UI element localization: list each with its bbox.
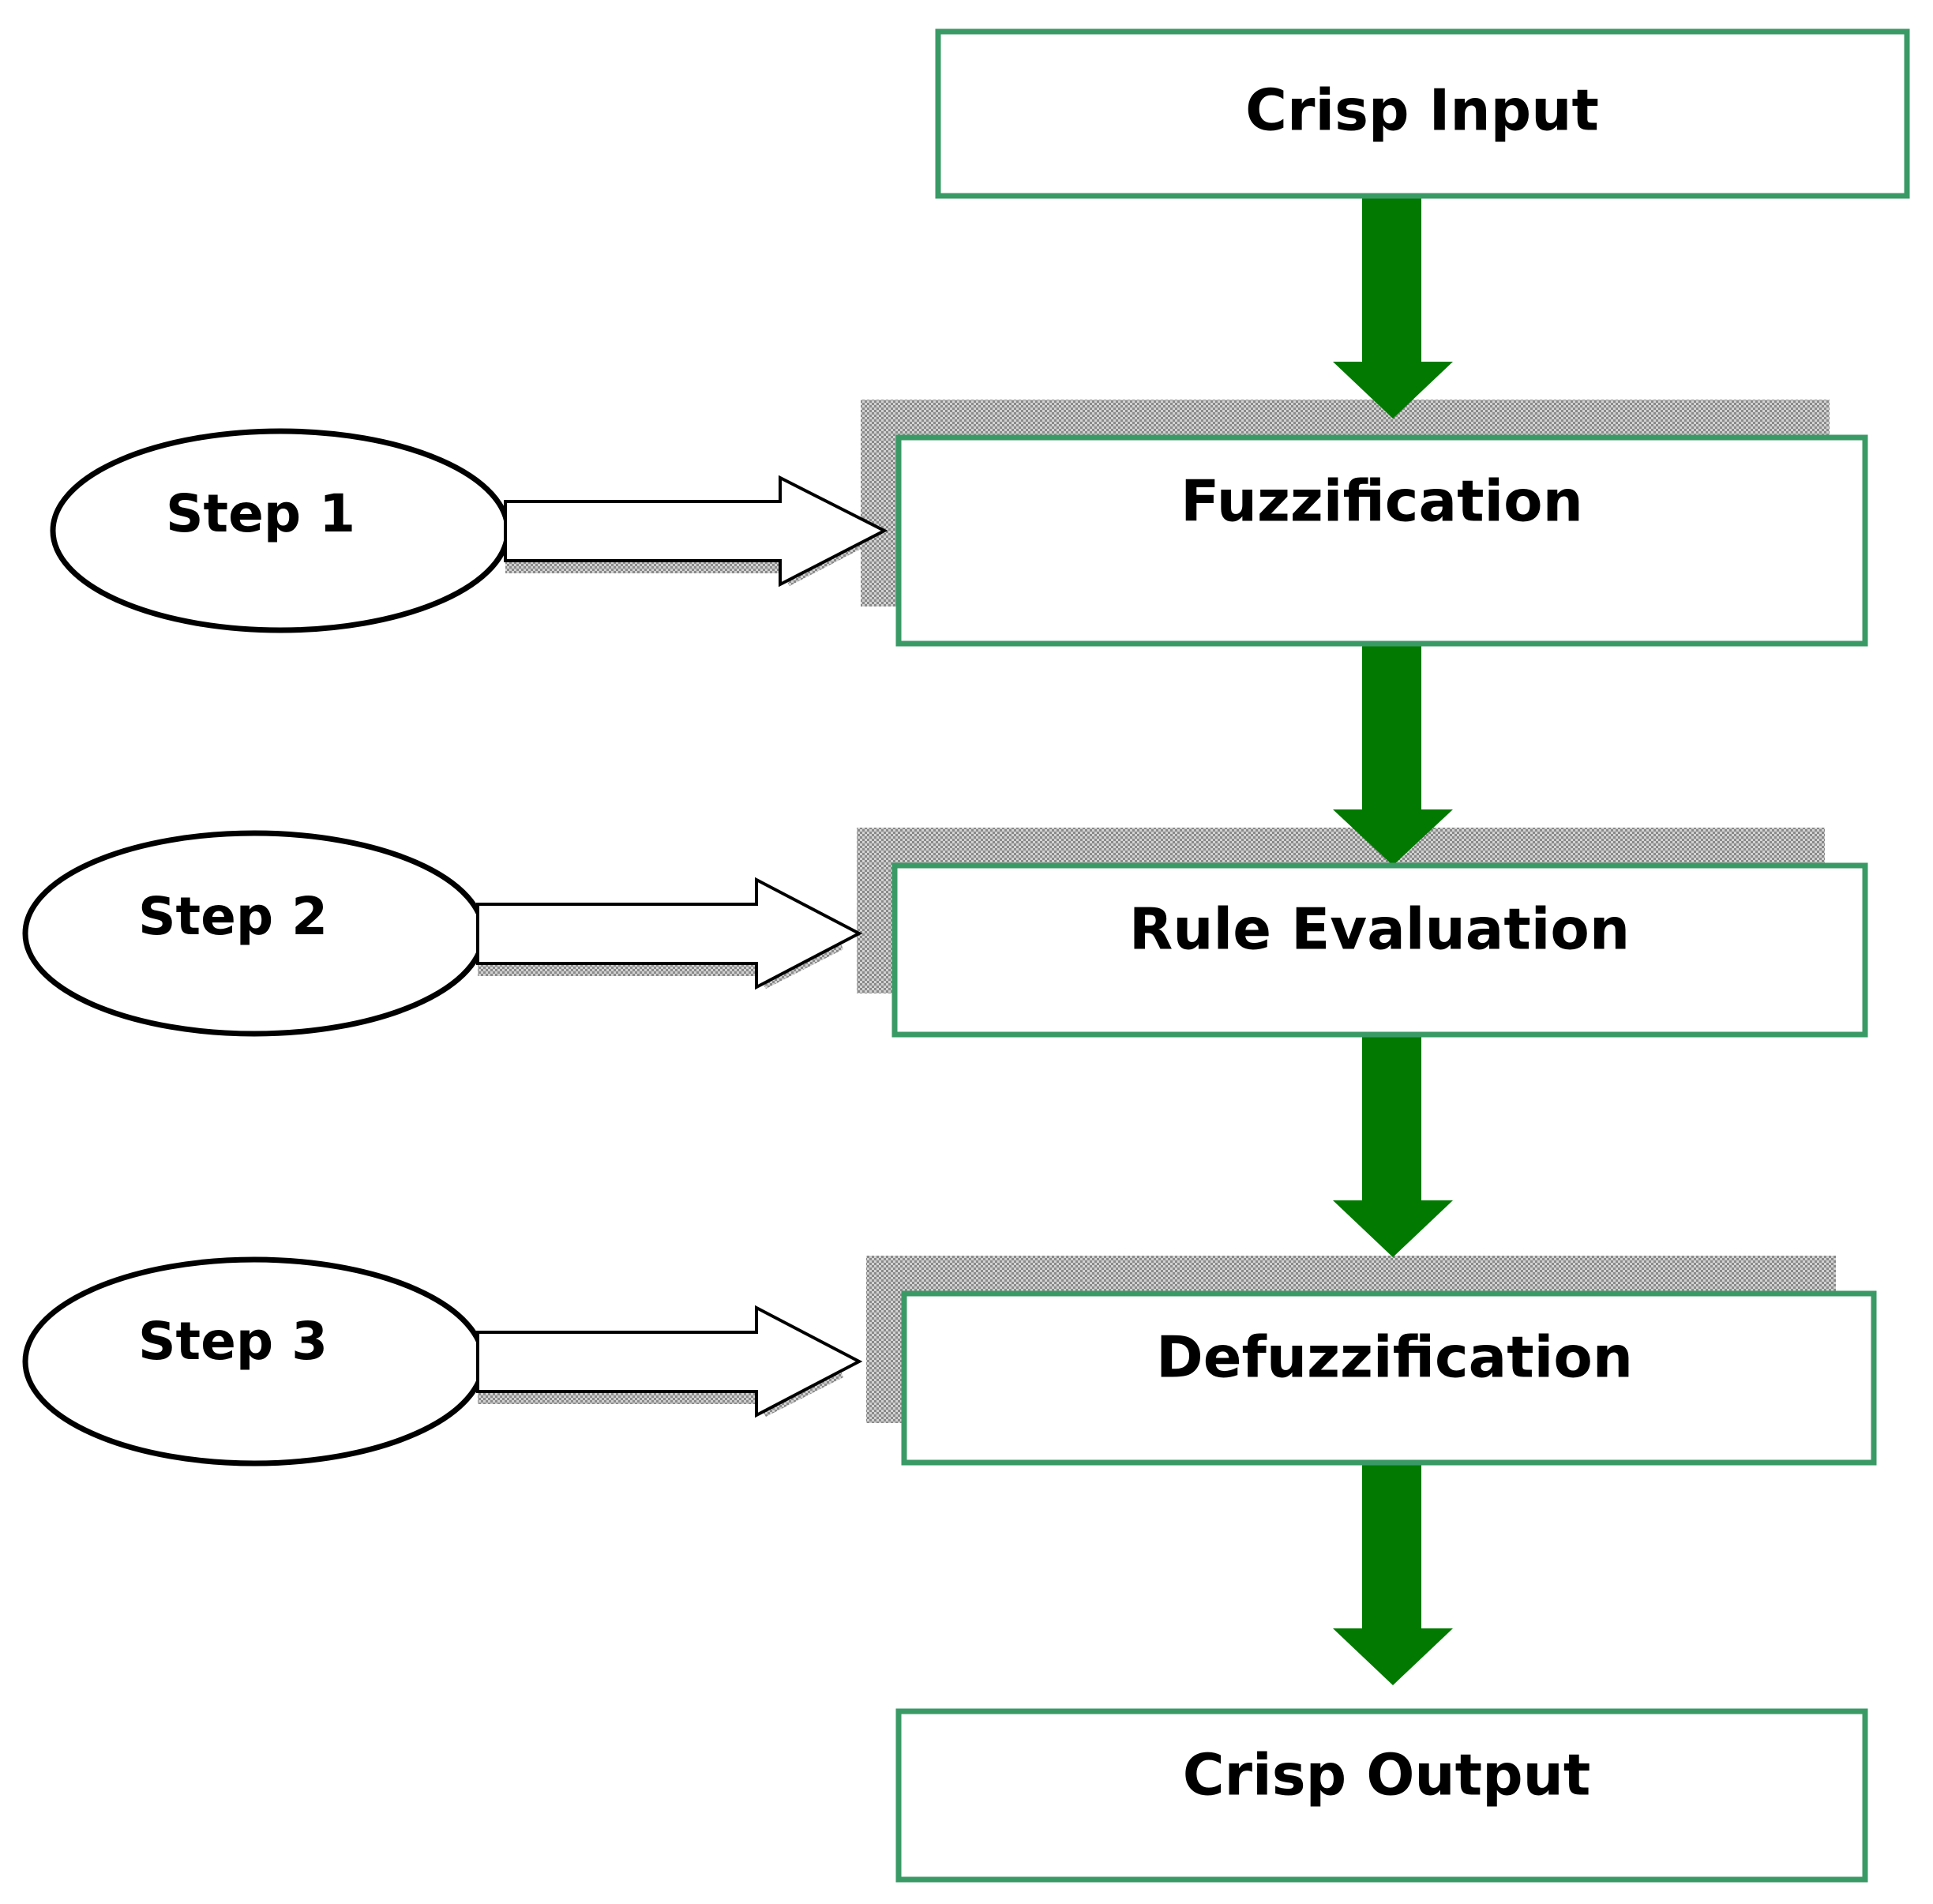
step-3-group: Step 3 <box>22 1256 863 1466</box>
box-shadows <box>857 400 1836 1423</box>
step-2-hollow-arrow-icon <box>476 877 863 990</box>
defuzzification-label: Defuzzification <box>1156 1324 1633 1391</box>
rule-evaluation-shadow-top <box>857 828 1825 866</box>
fuzzification-label: Fuzzification <box>1180 468 1583 535</box>
defuzzification-box <box>901 1290 1877 1466</box>
rule-evaluation-shadow-left <box>857 828 895 993</box>
fuzzification-box <box>895 434 1868 647</box>
flow-arrow-down-icon <box>1333 196 1453 419</box>
flow-arrow-down-icon <box>1333 644 1453 866</box>
flow-arrow-down-icon <box>1333 1463 1453 1685</box>
defuzzification-shadow-top <box>866 1256 1836 1294</box>
rule-evaluation-label: Rule Evaluation <box>1129 896 1630 963</box>
step-3-label: Step 3 <box>138 1311 328 1372</box>
crisp-output-label: Crisp Output <box>1183 1742 1591 1808</box>
rule-evaluation-box <box>891 862 1868 1038</box>
step-1-hollow-arrow-icon <box>504 475 888 588</box>
crisp-output-box <box>895 1708 1868 1883</box>
flow-arrow-down-icon <box>1333 1035 1453 1257</box>
step-2-label: Step 2 <box>138 886 328 947</box>
flow-arrows <box>1333 196 1453 1685</box>
step-1-label: Step 1 <box>166 483 355 544</box>
step-3-hollow-arrow-icon <box>476 1305 863 1418</box>
defuzzification-shadow-left <box>866 1256 904 1423</box>
step-1-group: Step 1 <box>50 428 888 633</box>
crisp-input-box <box>935 28 1910 199</box>
fuzzification-shadow-left <box>861 400 899 607</box>
process-boxes <box>891 28 1910 1883</box>
crisp-input-label: Crisp Input <box>1245 77 1599 144</box>
fuzzification-shadow-top <box>861 400 1830 438</box>
step-2-group: Step 2 <box>22 830 863 1037</box>
